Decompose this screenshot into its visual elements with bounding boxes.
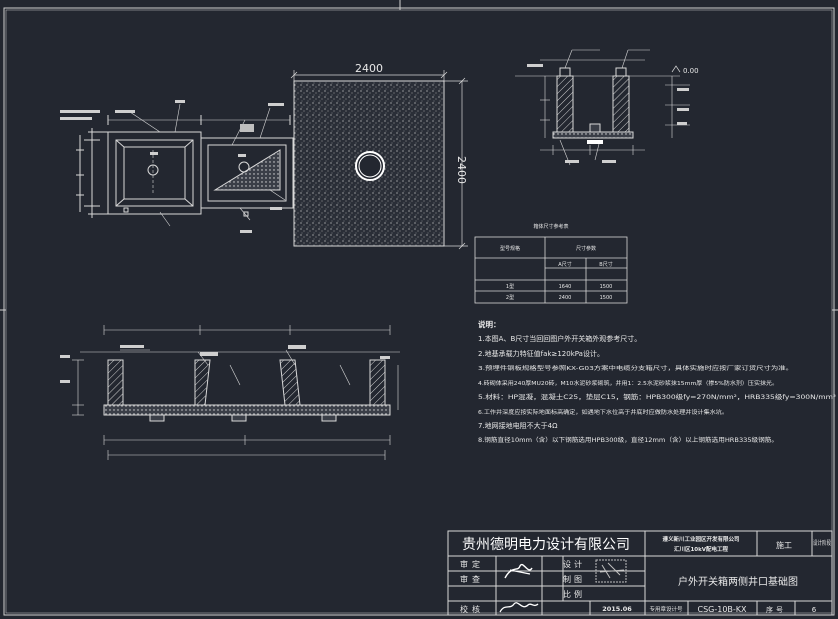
notes-heading: 说明：: [478, 319, 501, 329]
drawing-title: 户外开关箱两侧井口基础图: [678, 575, 798, 588]
spec-table-row1-b: 1500: [600, 284, 613, 290]
spec-table-row2-label: 2型: [506, 294, 514, 301]
spec-table-row2-b: 1500: [600, 295, 613, 301]
role-review: 审查: [460, 574, 484, 584]
designer-role-scale: 比例: [563, 589, 585, 599]
designer-role-draw: 制图: [563, 574, 585, 584]
drawing-no: CSG-10B-KX: [697, 605, 747, 614]
signature-approve: [504, 563, 533, 579]
cert-label: 专用章设计号: [649, 605, 683, 613]
spec-table-header-params: 尺寸参数: [576, 245, 596, 252]
note-3: 3.预埋件钢板规格型号参照KX-G03方案中电缆分支箱尺寸，具体实施时应按厂家订…: [478, 364, 793, 372]
spec-table-header-type: 型号规格: [500, 245, 520, 252]
plan-view-left-labels: [60, 100, 284, 233]
project-line-2: 汇川区10kV配电工程: [674, 545, 729, 553]
stage-label: 施工: [776, 540, 792, 550]
spec-table-sub-a: A尺寸: [558, 261, 571, 268]
section-elevation-label: 0.00: [683, 67, 699, 75]
role-approve: 审定: [460, 559, 484, 569]
section-view-long: [72, 325, 400, 460]
spec-table-title: 箱体尺寸参考表: [533, 223, 568, 230]
seq-no: 6: [812, 606, 817, 614]
note-7: 7.地网接地电阻不大于4Ω: [478, 421, 558, 430]
section-view-top-labels: [527, 64, 689, 163]
seq-label: 序号: [766, 605, 786, 614]
dim-height-label: 2400: [455, 156, 468, 184]
note-4: 4.砖砌体采用240厚MU20砖，M10水泥砂浆砌筑，并用1：2.5水泥砂浆抹1…: [478, 379, 778, 387]
plan-view-left: [76, 103, 294, 227]
note-2: 2.地基承载力特征值fak≥120kPa设计。: [478, 349, 604, 358]
project-line-1: 遵义新川工业园区开发有限公司: [662, 535, 739, 543]
spec-table: [474, 236, 628, 304]
spec-table-sub-b: B尺寸: [599, 261, 612, 268]
designer-stamp: [595, 559, 627, 583]
company-name: 贵州德明电力设计有限公司: [462, 537, 630, 553]
signature-check: [499, 602, 539, 613]
note-5: 5.材料：HP混凝，混凝土C25，垫层C15，钢筋：HPB300级fy=270N…: [478, 392, 836, 401]
note-8: 8.钢筋直径10mm（含）以下钢筋选用HPB300级，直径12mm（含）以上钢筋…: [478, 436, 778, 444]
title-block: [447, 530, 833, 616]
stage-right: 设计阶段: [813, 539, 831, 547]
spec-table-row1-a: 1640: [559, 284, 572, 290]
note-6: 6.工作井深度应按实际地面标高确定，如遇地下水位高于井底时应做防水处理并设计集水…: [478, 408, 728, 416]
designer-role-design: 设计: [563, 559, 585, 569]
spec-table-row1-label: 1型: [506, 283, 514, 290]
role-check: 校核: [460, 604, 484, 614]
section-view-top: [515, 49, 690, 166]
section-view-long-labels: [60, 345, 390, 383]
plan-view-square: [290, 70, 468, 250]
spec-table-row2-a: 2400: [559, 295, 572, 301]
date: 2015.06: [602, 605, 632, 613]
note-1: 1.本图A、B尺寸当回回图户外开关箱外观参考尺寸。: [478, 334, 641, 343]
dim-width-label: 2400: [355, 62, 383, 75]
